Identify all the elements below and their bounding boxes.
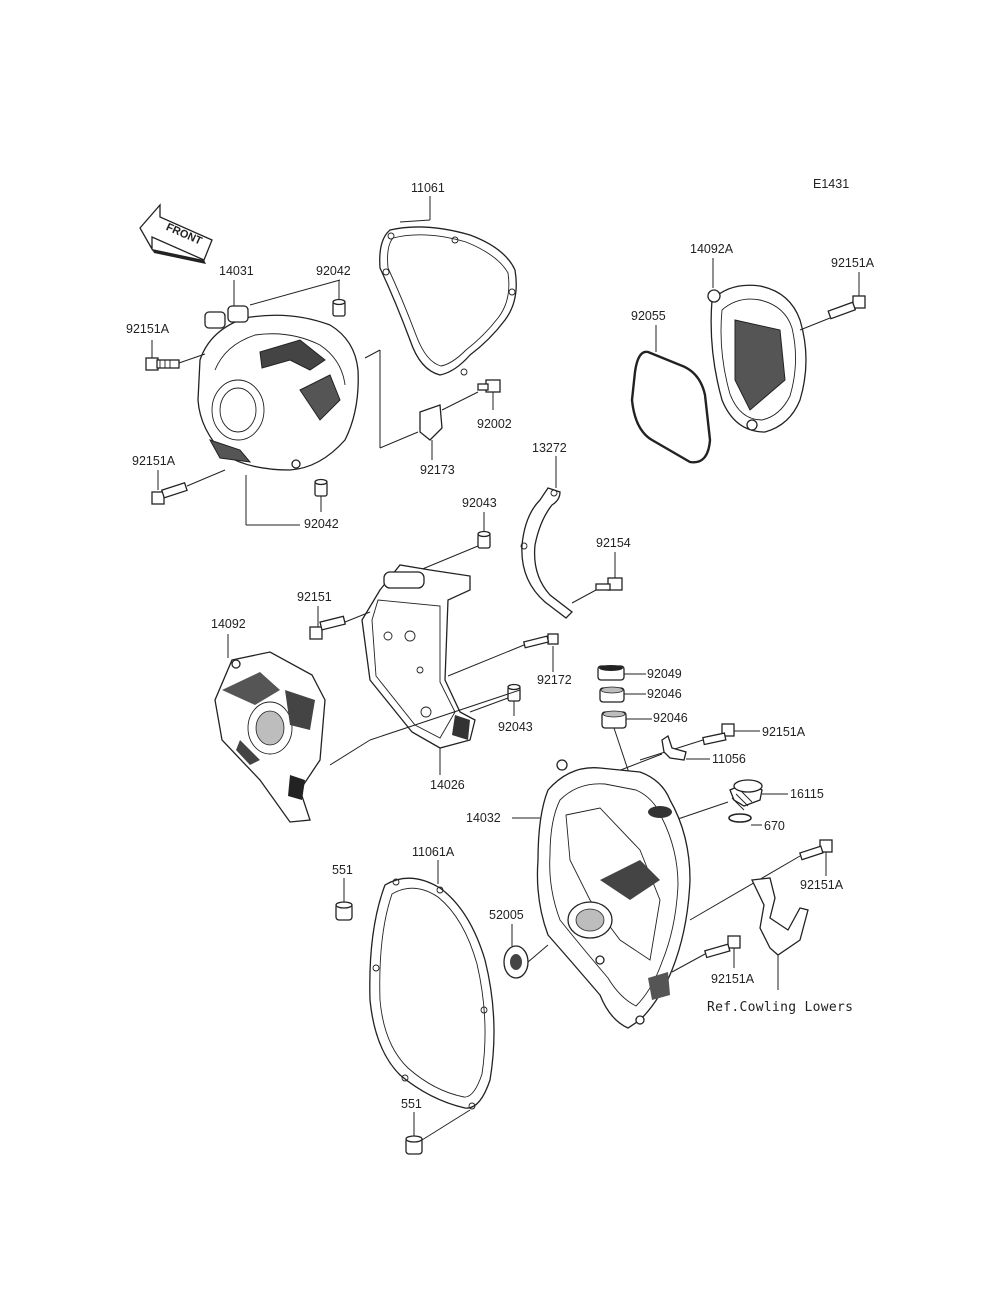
label-92046-b: 92046 [653, 711, 688, 725]
dowel-551-bottom [405, 1135, 423, 1155]
label-92043-top: 92043 [462, 496, 497, 510]
cover-14092a [707, 284, 807, 433]
label-92151: 92151 [297, 590, 332, 604]
label-16115: 16115 [790, 787, 824, 801]
gasket-11061 [379, 226, 517, 376]
label-92043-bottom: 92043 [498, 720, 533, 734]
label-92049: 92049 [647, 667, 682, 681]
gasket-92055 [630, 350, 712, 464]
cap-16115 [729, 779, 763, 811]
label-551-top: 551 [332, 863, 353, 877]
front-arrow-icon: FRONT [139, 203, 213, 264]
label-13272: 13272 [532, 441, 567, 455]
label-92151a-right-low: 92151A [800, 878, 844, 892]
label-551-bottom: 551 [401, 1097, 422, 1111]
label-92042-top: 92042 [316, 264, 351, 278]
label-92055: 92055 [631, 309, 666, 323]
label-11061a: 11061A [412, 845, 455, 859]
label-92002: 92002 [477, 417, 512, 431]
label-52005: 52005 [489, 908, 524, 922]
label-14031: 14031 [219, 264, 254, 278]
bearing-92046-b [601, 710, 627, 729]
cover-14026 [361, 564, 476, 749]
bracket-cowling [751, 877, 809, 956]
bolt-92151a-right-mid [702, 723, 735, 746]
dowel-92043-bottom [507, 683, 521, 702]
gasket-11061a [369, 877, 495, 1110]
cover-14031 [197, 305, 359, 471]
bolt-92002 [477, 379, 501, 393]
dowel-92042-bottom [314, 478, 328, 497]
dowel-92043-top [477, 530, 491, 549]
label-92151a-right-top: 92151A [831, 256, 875, 270]
bolt-92154 [595, 577, 623, 591]
reference-note: Ref.Cowling Lowers [707, 1000, 853, 1015]
dowel-551-top [335, 901, 353, 921]
label-14026: 14026 [430, 778, 465, 792]
bolt-92151 [309, 615, 347, 640]
bolt-92172 [522, 633, 559, 649]
diagram-code: E1431 [813, 177, 849, 191]
bolt-92151a-bottom [704, 935, 741, 959]
gear-52005 [503, 945, 529, 979]
seal-92049 [597, 665, 625, 681]
label-11056: 11056 [712, 752, 746, 766]
label-92173: 92173 [420, 463, 455, 477]
label-92154: 92154 [596, 536, 631, 550]
label-11061: 11061 [411, 181, 445, 195]
bolt-92151a-left-top [145, 357, 180, 371]
label-92151a-left-top: 92151A [126, 322, 170, 336]
label-92151a-bottom: 92151A [711, 972, 755, 986]
label-670: 670 [764, 819, 785, 833]
label-92151a-right-mid: 92151A [762, 725, 806, 739]
clamp-92173 [419, 404, 443, 441]
label-92046-a: 92046 [647, 687, 682, 701]
cover-14092 [214, 651, 326, 823]
label-92172: 92172 [537, 673, 572, 687]
bolt-92151a-left-mid [151, 481, 188, 505]
bracket-11056 [661, 734, 687, 761]
cover-14032 [536, 759, 691, 1029]
plate-13272 [520, 487, 573, 619]
label-14092a: 14092A [690, 242, 734, 256]
bolt-92151a-right-top [827, 295, 866, 320]
label-14092: 14092 [211, 617, 246, 631]
label-14032: 14032 [466, 811, 501, 825]
label-92151a-left-mid: 92151A [132, 454, 176, 468]
bearing-92046-a [599, 686, 625, 703]
label-92042-bottom: 92042 [304, 517, 339, 531]
dowel-92042-top [332, 298, 346, 317]
bolt-92151a-right-low [799, 839, 833, 861]
oring-670 [728, 813, 752, 823]
